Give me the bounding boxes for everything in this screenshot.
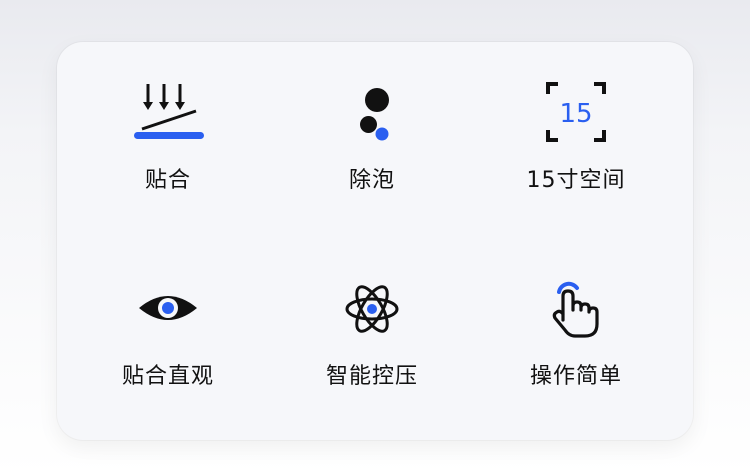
atom-icon [345,285,399,333]
feature-label-visual: 贴合直观 [121,364,214,389]
feature-card: 贴合 除泡 15 15寸空间 贴合直观 [57,42,693,440]
lamination-press-icon [134,84,204,139]
feature-label-easy: 操作简单 [529,364,622,389]
screen-size-text: 15 [559,99,592,129]
feature-item-pressure: 智能控压 [272,266,472,426]
touch-hand-icon [552,281,599,338]
feature-item-easy: 操作简单 [476,266,676,426]
screen-size-frame-icon: 15 [546,82,606,142]
eye-icon [139,296,197,320]
feature-item-visual: 贴合直观 [68,266,268,426]
feature-label-pressure: 智能控压 [325,364,418,389]
feature-item-lamination: 贴合 [68,72,268,232]
feature-item-space: 15 15寸空间 [476,72,676,232]
feature-label-bubble-removal: 除泡 [348,168,395,193]
bubble-removal-icon [360,88,389,141]
feature-item-bubble-removal: 除泡 [272,72,472,232]
feature-label-lamination: 贴合 [144,168,191,193]
feature-label-space: 15寸空间 [526,168,626,193]
